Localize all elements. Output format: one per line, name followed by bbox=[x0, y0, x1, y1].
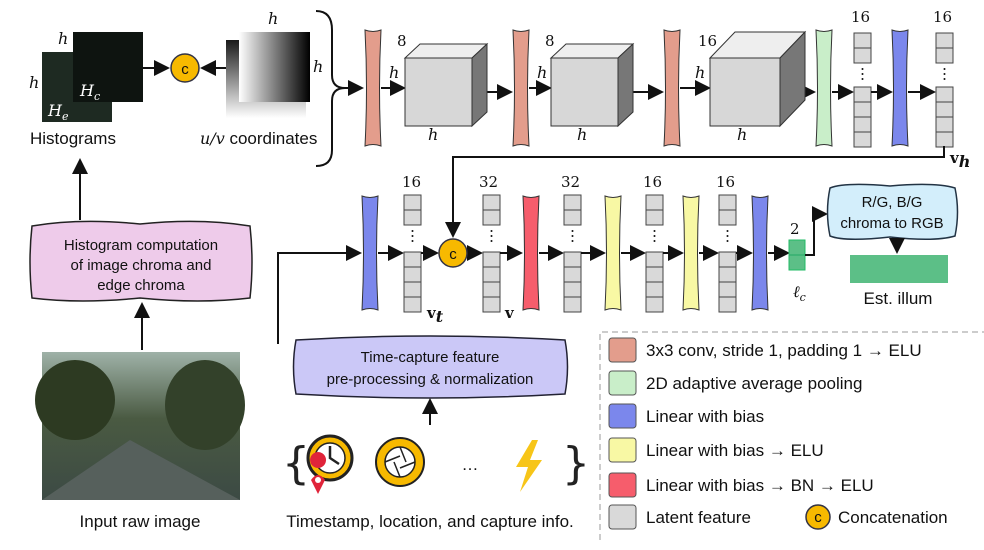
ellipsis: … bbox=[462, 455, 479, 474]
svg-text:h: h bbox=[695, 63, 705, 82]
latent-vector-v bbox=[482, 194, 501, 313]
input-image-label: Input raw image bbox=[80, 512, 201, 531]
legend-label-latent: Latent feature bbox=[646, 508, 751, 527]
vt-label: vt bbox=[426, 304, 444, 326]
vt-size: 16 bbox=[402, 173, 421, 191]
conv-layer-1 bbox=[364, 29, 382, 147]
legend-swatch-conv bbox=[608, 337, 637, 363]
svg-text:8: 8 bbox=[397, 32, 407, 50]
uv-coordinates-image: h h bbox=[226, 9, 323, 118]
uv-coordinates-label: u/v coordinates bbox=[200, 129, 317, 148]
left-curly-brace: { bbox=[282, 438, 310, 489]
vec3-size: 32 bbox=[561, 173, 580, 191]
Hc-label: Hc bbox=[79, 81, 100, 103]
clock-location-icon bbox=[306, 434, 354, 494]
vec5-size: 16 bbox=[716, 173, 735, 191]
linear-bn-elu-layer bbox=[522, 195, 540, 311]
estimated-illuminant-swatch bbox=[850, 255, 948, 283]
svg-text:h: h bbox=[313, 57, 323, 76]
linear-elu-layer-2 bbox=[682, 195, 700, 311]
hist-h-top: h bbox=[58, 29, 68, 48]
hist-box-line3: edge chroma bbox=[97, 277, 185, 294]
legend-label-linear: Linear with bias bbox=[646, 407, 764, 426]
legend-swatch-latent bbox=[608, 504, 637, 530]
latent-vector-vt bbox=[403, 194, 422, 313]
time-box-line2: pre-processing & normalization bbox=[327, 371, 534, 388]
legend-border bbox=[599, 331, 984, 540]
legend-label-linear_bn_elu: Linear with bias → BN → ELU bbox=[646, 476, 874, 495]
est-illum-label: Est. illum bbox=[864, 289, 933, 308]
legend: 3x3 conv, stride 1, padding 1 → ELU 2D ad… bbox=[608, 337, 948, 530]
svg-text:16: 16 bbox=[698, 32, 717, 50]
output-size: 2 bbox=[790, 220, 800, 238]
legend-concat-symbol: c bbox=[814, 509, 822, 526]
lc-label: ℓc bbox=[793, 282, 806, 304]
vh-label: vh bbox=[949, 149, 970, 171]
latent-vector-5 bbox=[718, 194, 737, 313]
v-label: v bbox=[504, 304, 515, 322]
svg-text:h: h bbox=[577, 125, 587, 144]
svg-text:c: c bbox=[449, 246, 457, 263]
concat-node-2: c bbox=[438, 238, 468, 268]
feature-cube-1: 8 h h bbox=[389, 32, 489, 144]
latent-vector-4 bbox=[645, 194, 664, 313]
hist-box-line2: of image chroma and bbox=[71, 257, 212, 274]
He-label: He bbox=[47, 101, 69, 123]
vec4-size: 16 bbox=[643, 173, 662, 191]
linear-elu-layer-1 bbox=[604, 195, 622, 311]
linear-layer-top bbox=[891, 29, 909, 147]
histogram-images: h h He Hc bbox=[29, 29, 143, 123]
legend-label-linear_elu: Linear with bias → ELU bbox=[646, 441, 824, 460]
time-box-line1: Time-capture feature bbox=[361, 349, 500, 366]
vec1-size: 16 bbox=[851, 8, 870, 26]
brace bbox=[315, 10, 346, 167]
histograms-label: Histograms bbox=[30, 129, 116, 148]
legend-swatch-linear_elu bbox=[608, 437, 637, 463]
chroma-box-line1: R/G, B/G bbox=[862, 194, 923, 211]
time-caption: Timestamp, location, and capture info. bbox=[286, 512, 574, 531]
lightning-icon bbox=[516, 440, 542, 492]
legend-swatch-pool bbox=[608, 370, 637, 396]
svg-text:h: h bbox=[268, 9, 278, 28]
svg-text:c: c bbox=[181, 61, 189, 78]
histogram-computation-box bbox=[29, 220, 253, 302]
legend-label-pool: 2D adaptive average pooling bbox=[646, 374, 862, 393]
legend-concat-icon bbox=[805, 504, 831, 530]
pooling-layer bbox=[815, 29, 833, 147]
hist-box-line1: Histogram computation bbox=[64, 237, 218, 254]
vec2-size: 16 bbox=[933, 8, 952, 26]
v-size: 32 bbox=[479, 173, 498, 191]
legend-label-concat: Concatenation bbox=[838, 508, 948, 527]
time-capture-box bbox=[292, 335, 569, 399]
feature-cube-3: 16 h h bbox=[695, 30, 807, 144]
feature-cube-2: 8 h h bbox=[537, 32, 635, 144]
concat-node-1: c bbox=[170, 53, 200, 83]
latent-vector-1 bbox=[853, 32, 872, 148]
latent-vector-vh bbox=[935, 32, 954, 148]
conv-layer-3 bbox=[663, 29, 681, 147]
svg-text:h: h bbox=[428, 125, 438, 144]
chroma-to-rgb-box bbox=[826, 183, 959, 241]
svg-text:h: h bbox=[737, 125, 747, 144]
linear-layer-out bbox=[751, 195, 769, 311]
legend-label-conv: 3x3 conv, stride 1, padding 1 → ELU bbox=[646, 341, 922, 360]
hist-h-left: h bbox=[29, 73, 39, 92]
chroma-box-line2: chroma to RGB bbox=[840, 215, 943, 232]
right-curly-brace: } bbox=[562, 438, 590, 489]
input-raw-image bbox=[35, 352, 245, 500]
legend-swatch-linear bbox=[608, 403, 637, 429]
svg-text:h: h bbox=[537, 63, 547, 82]
legend-swatch-linear_bn_elu bbox=[608, 472, 637, 498]
svg-text:8: 8 bbox=[545, 32, 555, 50]
conv-layer-2 bbox=[512, 29, 530, 147]
linear-layer-time bbox=[361, 195, 379, 311]
camera-aperture-icon bbox=[375, 437, 425, 487]
svg-text:h: h bbox=[389, 63, 399, 82]
latent-vector-3 bbox=[563, 194, 582, 313]
